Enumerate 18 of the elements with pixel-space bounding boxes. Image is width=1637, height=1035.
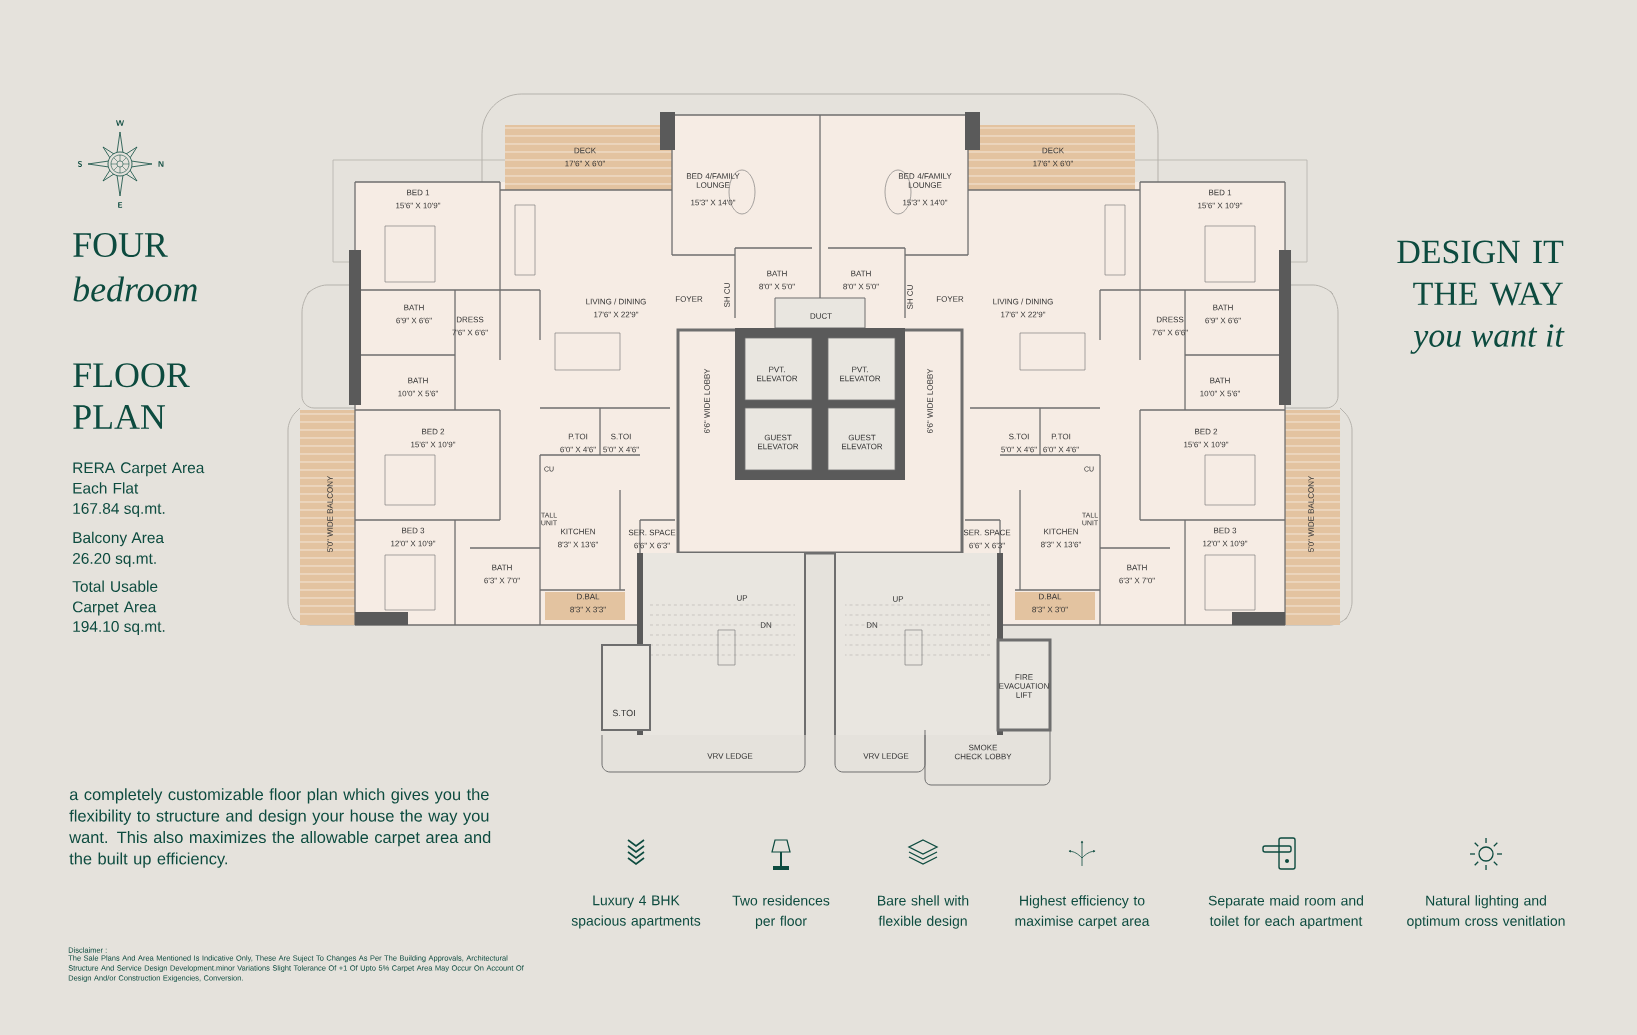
feature-caption: Highest efficiency to maximise carpet area (1015, 895, 1150, 929)
feature-caption: Bare shell with flexible design (878, 895, 969, 929)
feature-caption: Natural lighting and optimum cross venitlation (1407, 895, 1565, 929)
heading: FLOOR PLAN (73, 363, 190, 429)
area-text: 194.10 sq.mt. (73, 621, 165, 635)
feature-caption: Luxury 4 BHK spacious apartments (571, 895, 701, 929)
area-text: Total Usable Carpet Area (72, 580, 158, 616)
tagline: you want it (1410, 324, 1565, 354)
feature-caption: Two residences per floor (732, 895, 830, 929)
heading: bedroom (73, 276, 197, 302)
area-text: RERA Carpet Area Each Flat (73, 462, 205, 494)
area-text: Balcony Area (73, 531, 164, 547)
area-text: 167.84 sq.mt. (73, 503, 165, 517)
heading: FOUR (73, 232, 168, 258)
description-text: a completely customizable floor plan which gives you the flexibility to structure and design your house the way you want. This also maximizes the allowable carpet area and the built up efficiency. (69, 788, 491, 868)
feature-caption: Separate maid room and toilet for each apartment (1208, 895, 1363, 929)
room-label: S.TOI (612, 709, 635, 717)
area-text: 26.20 sq.mt. (73, 553, 156, 567)
